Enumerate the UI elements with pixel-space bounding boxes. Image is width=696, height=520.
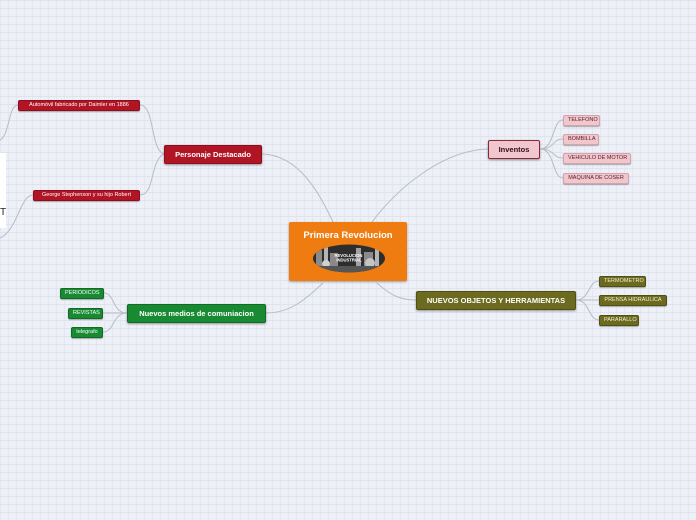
link-central-objetos (376, 282, 417, 301)
branch-personaje-destacado[interactable]: Personaje Destacado (164, 145, 262, 164)
leaf-label: George Stephenson y su hijo Robert (42, 192, 131, 198)
leaf-george-stephenson[interactable]: George Stephenson y su hijo Robert (33, 190, 140, 201)
leaf-telefono[interactable]: TELEFONO (563, 115, 600, 126)
central-image-caption: REVOLUCION INDUSTRIAL (334, 253, 363, 263)
leaf-label: PARARALLO (604, 317, 637, 323)
leaf-label: PERIODICOS (65, 290, 100, 296)
branch-nuevos-medios[interactable]: Nuevos medios de comuniacion (127, 304, 266, 323)
leaf-revistas[interactable]: REVISTAS (68, 308, 103, 319)
branch-objetos-label: NUEVOS OBJETOS Y HERRAMIENTAS (426, 296, 566, 305)
branch-inventos-label: Inventos (498, 145, 530, 154)
branch-medios-label: Nuevos medios de comuniacion (139, 309, 254, 318)
leaf-automovil-daimler[interactable]: Automóvil fabricado por Daimler en 1886 (18, 100, 140, 111)
branch-inventos[interactable]: Inventos (488, 140, 540, 159)
leaf-prensa-hidraulica[interactable]: PRENSA HIDRAULICA (599, 295, 667, 306)
central-topic-title: Primera Revolucion (303, 230, 393, 241)
leaf-termometro[interactable]: TERMOMETRO (599, 276, 646, 287)
branch-nuevos-objetos[interactable]: NUEVOS OBJETOS Y HERRAMIENTAS (416, 291, 576, 310)
leaf-label: REVISTAS (73, 310, 100, 316)
branch-personaje-label: Personaje Destacado (175, 150, 251, 159)
link-central-inventos (371, 148, 489, 223)
central-topic[interactable]: Primera Revolucion REVOLUCION INDUSTRIAL (289, 222, 407, 281)
link-central-personaje (261, 153, 334, 223)
leaf-label: Automóvil fabricado por Daimler en 1886 (29, 102, 129, 108)
link-central-medios (265, 282, 324, 314)
leaf-maquina-de-coser[interactable]: MAQUINA DE COSER (563, 173, 629, 184)
leaf-bombilla[interactable]: BOMBILLA (563, 134, 599, 145)
leaf-label: PRENSA HIDRAULICA (604, 297, 662, 303)
offscreen-node-panel (0, 153, 6, 228)
leaf-vehiculo-de-motor[interactable]: VEHICULO DE MOTOR (563, 153, 631, 164)
leaf-pararallo[interactable]: PARARALLO (599, 315, 639, 326)
leaf-label: VEHICULO DE MOTOR (568, 155, 628, 161)
leaf-label: TERMOMETRO (604, 278, 644, 284)
leaf-label: BOMBILLA (568, 136, 596, 142)
offscreen-node-text: T (0, 207, 7, 218)
leaf-label: TELEFONO (568, 117, 598, 123)
leaf-label: telegrafo (76, 329, 98, 335)
leaf-telegrafo[interactable]: telegrafo (71, 327, 103, 338)
central-topic-image: REVOLUCION INDUSTRIAL (313, 244, 385, 273)
leaf-label: MAQUINA DE COSER (568, 175, 624, 181)
leaf-periodicos[interactable]: PERIODICOS (60, 288, 104, 299)
